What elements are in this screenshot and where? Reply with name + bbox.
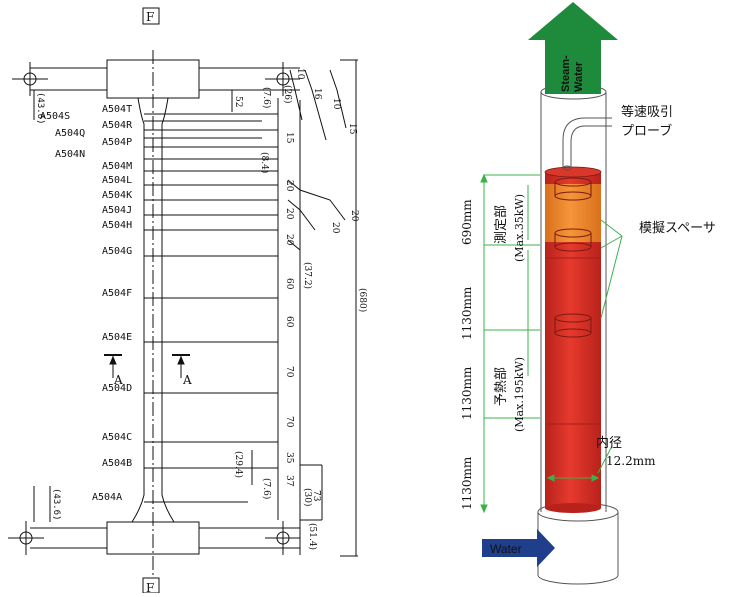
preheat-section-bottom (545, 503, 601, 513)
right-vertical-labels: 690mm 1130mm 1130mm 1130mm 測定部 (Max.35kW… (460, 194, 526, 510)
len-1130-b: 1130mm (460, 366, 474, 420)
inner-diameter-label: 内径 (596, 435, 622, 451)
dim-20d: 20 (330, 222, 340, 234)
section-mark-top: F (142, 7, 160, 25)
probe-label-2: プローブ (621, 123, 672, 139)
tube-wall-right (161, 97, 175, 523)
spacer-label: 模擬スペーサ (639, 220, 716, 236)
section-mark-bottom: F (142, 577, 160, 595)
dim-30: (30) (302, 488, 313, 506)
length-dimensions (480, 173, 623, 514)
dim-37-2: (37.2) (302, 262, 313, 289)
probe-label-1: 等速吸引 (621, 104, 673, 120)
tap-label-a504p: A504P (102, 137, 132, 148)
section-cut-right-label: A (182, 373, 192, 387)
dim-20c: 20 (349, 210, 359, 222)
tap-label-a504b: A504B (102, 458, 132, 469)
section-cut-right: A (172, 354, 192, 387)
tap-label-a504j: A504J (102, 205, 132, 216)
dim-70a: 70 (284, 366, 294, 378)
tap-label-a504f: A504F (102, 288, 132, 299)
spacer-2 (554, 228, 592, 252)
dim-10a: 10 (295, 68, 305, 80)
spacers (545, 177, 601, 425)
dim-7-6b: (7.6) (261, 478, 272, 499)
section-mark-top-label: F (146, 10, 154, 24)
tap-label-a504m: A504M (102, 161, 132, 172)
dim-flange-top: (43.6) (35, 92, 45, 125)
right-labels: 等速吸引 プローブ 模擬スペーサ 内径 12.2mm (596, 104, 716, 468)
dim-20e: 20 (284, 234, 294, 246)
preheat-section-power: (Max.195kW) (513, 357, 526, 432)
preheat-section (545, 240, 601, 508)
preheat-section-label: 予熱部 (494, 367, 509, 406)
section-mark-bottom-label: F (146, 581, 154, 593)
measure-section-label: 測定部 (494, 205, 509, 244)
water-arrow: Water (482, 529, 555, 567)
dim-20b: 20 (284, 208, 294, 220)
sampling-probe (562, 117, 612, 171)
dim-73: 73 (311, 490, 321, 502)
steam-arrow: Steam- Water (528, 2, 618, 94)
dim-8-4: (8.4) (259, 152, 270, 173)
tap-label-a504g: A504G (102, 246, 132, 257)
dim-52: 52 (233, 96, 243, 107)
spacer-1 (554, 177, 592, 201)
dim-26: (26) (282, 85, 293, 103)
steam-label: Steam- Water (560, 52, 585, 92)
dim-flange-bottom: (43.6) (51, 488, 61, 521)
left-dimension-labels: 52 (7.6) (26) 10 16 10 15 (8.4) 15 20 20… (233, 68, 368, 550)
section-cut-left: A (104, 354, 123, 387)
measure-section-power: (Max.35kW) (513, 194, 526, 262)
dim-15a: 15 (347, 123, 357, 135)
water-label: Water (490, 542, 522, 556)
tap-label-a504s: A504S (40, 111, 70, 122)
tap-label-a504r: A504R (102, 120, 133, 131)
measurement-top-face (544, 166, 602, 178)
tap-label-a504q: A504Q (55, 128, 85, 139)
measurement-section (545, 180, 601, 242)
dim-37: 37 (284, 475, 294, 487)
right-drawing: Steam- Water Water (460, 2, 716, 585)
tap-label-a504h: A504H (102, 220, 132, 231)
dim-16: 16 (312, 88, 322, 100)
tap-label-a504a: A504A (92, 492, 122, 503)
dim-10b: 10 (331, 98, 341, 110)
len-690: 690mm (460, 199, 474, 245)
tap-label-a504t: A504T (102, 104, 132, 115)
tap-label-a504l: A504L (102, 175, 132, 186)
len-1130-a: 1130mm (460, 286, 474, 340)
tap-label-a504d: A504D (102, 383, 132, 394)
spacer-3 (554, 313, 592, 338)
dim-60b: 60 (284, 316, 294, 328)
tap-label-a504c: A504C (102, 432, 132, 443)
dim-20a: 20 (284, 180, 294, 192)
tap-label-a504k: A504K (102, 190, 132, 201)
tube-wall-left (131, 97, 145, 523)
inner-diameter-value: 12.2mm (606, 454, 656, 468)
dim-7-6: (7.6) (261, 87, 272, 108)
dim-35: 35 (284, 452, 294, 464)
dim-70b: 70 (284, 416, 294, 428)
left-drawing: F F (8, 7, 358, 595)
dim-29-4: (29.4) (233, 451, 244, 478)
dim-15b: 15 (284, 132, 294, 144)
pressure-taps: A504T A504S A504R A504Q A504P A504N A504M A504L… (40, 104, 278, 503)
section-cut-left-label: A (113, 373, 123, 387)
dim-60a: 60 (284, 278, 294, 290)
dim-total: (680) (357, 288, 368, 312)
tap-label-a504n: A504N (55, 149, 85, 160)
dim-51-4: (51.4) (307, 523, 318, 550)
tap-label-a504e: A504E (102, 332, 132, 343)
len-1130-c: 1130mm (460, 456, 474, 510)
